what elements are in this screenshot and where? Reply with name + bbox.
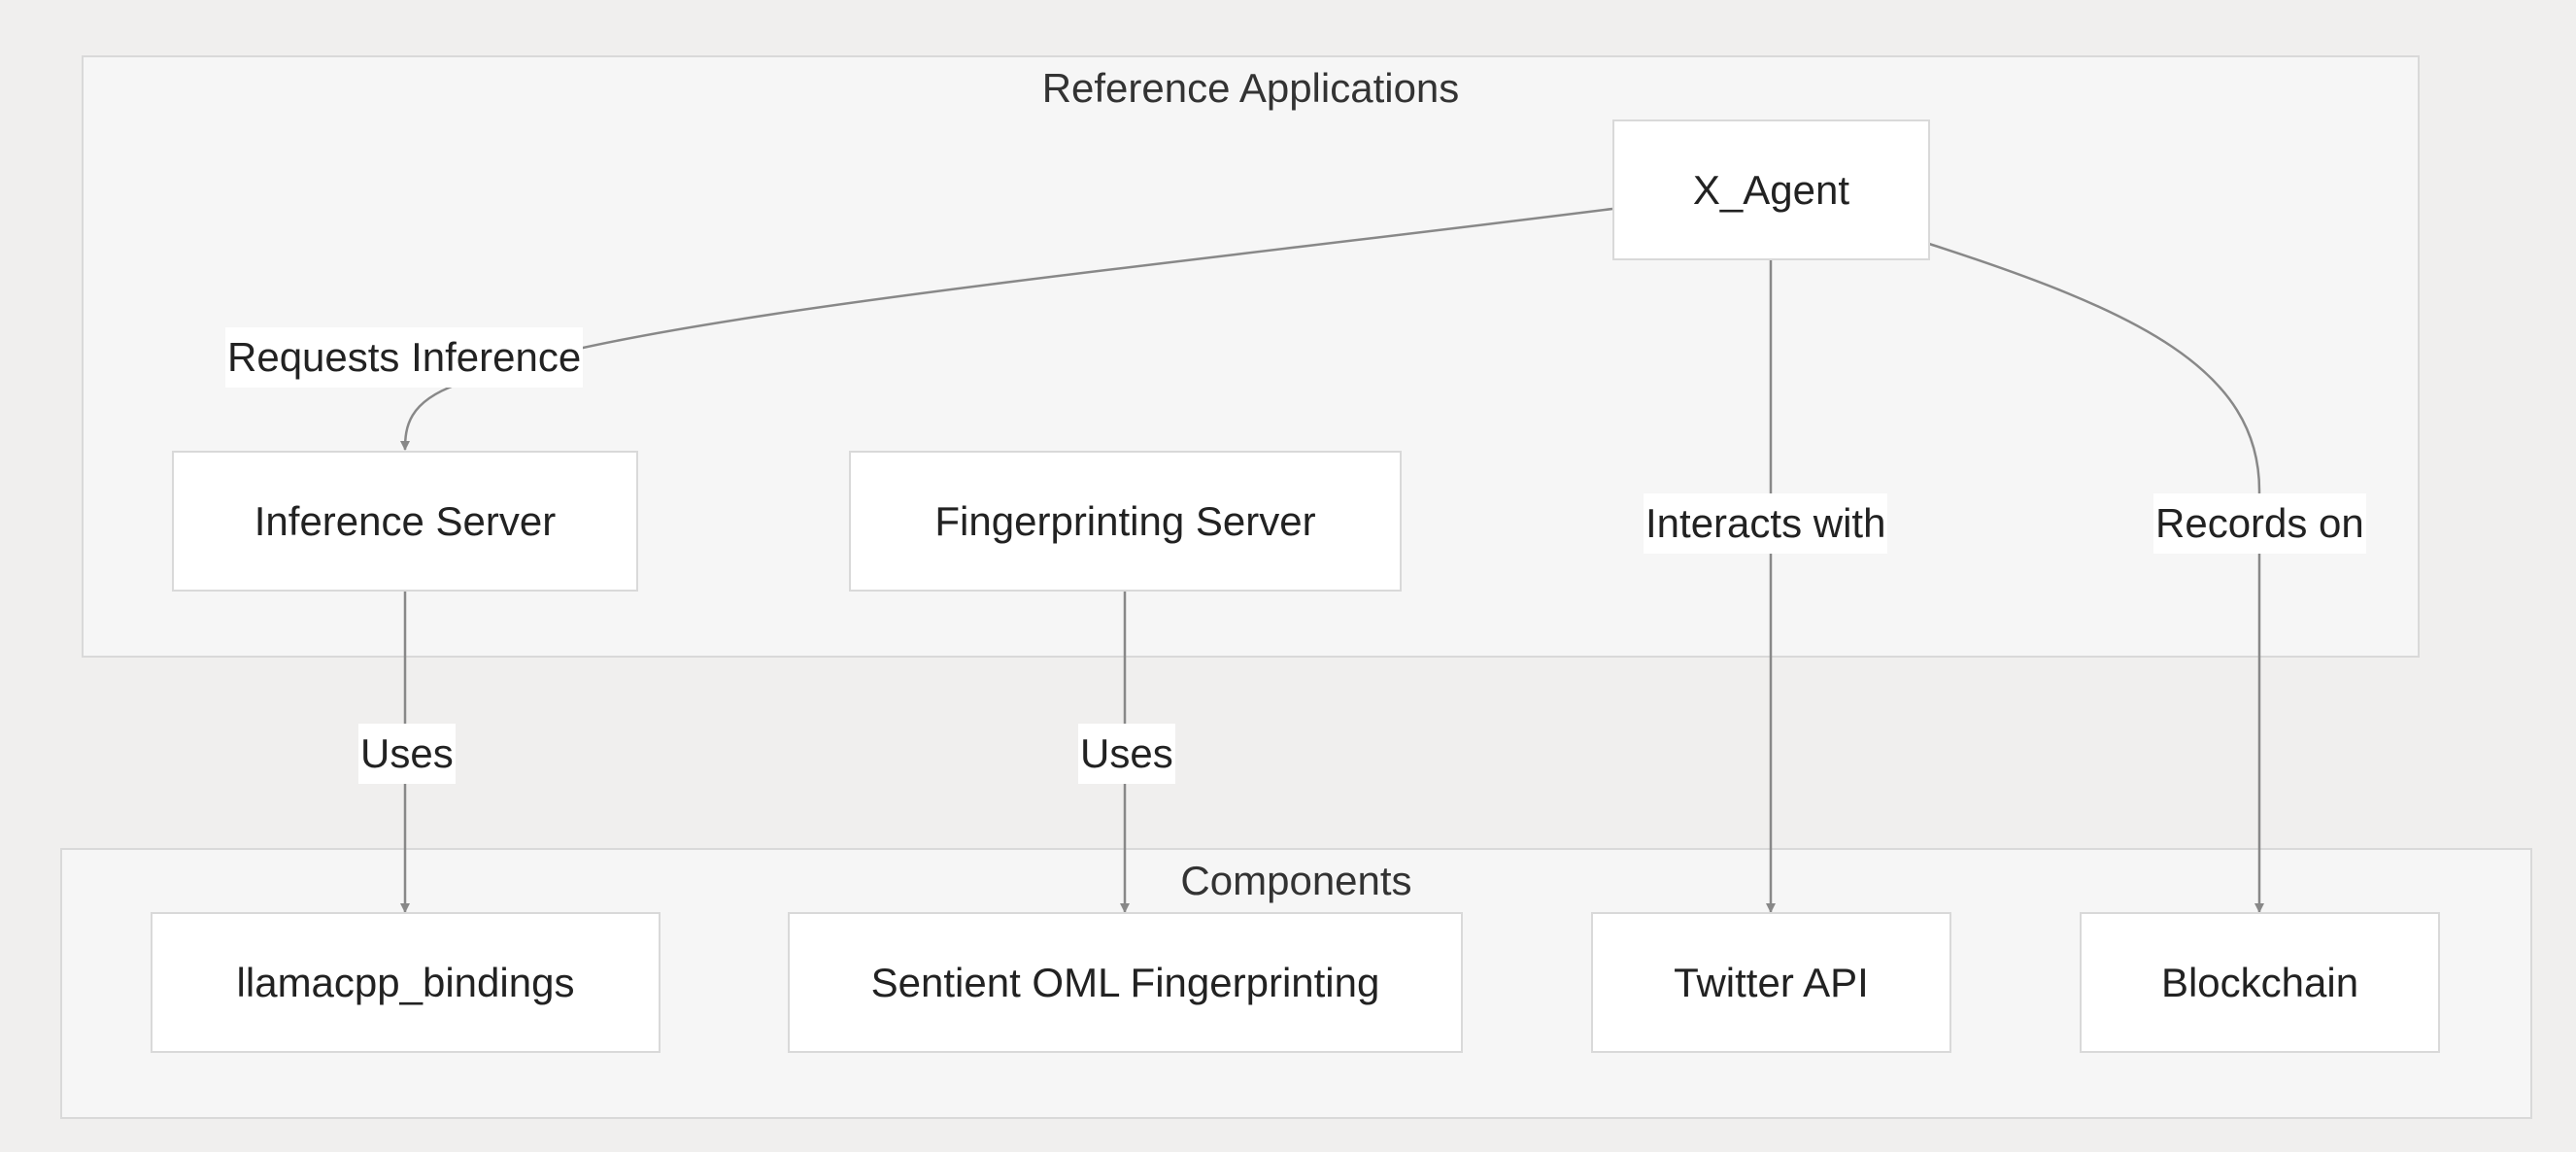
node-blockchain-label: Blockchain <box>2160 959 2359 1005</box>
node-sentient-oml-fingerprinting-label: Sentient OML Fingerprinting <box>870 959 1380 1005</box>
components-title: Components <box>1180 858 1412 903</box>
node-twitter-api-label: Twitter API <box>1674 959 1869 1005</box>
edge-label-requests-inference: Requests Inference <box>225 327 584 388</box>
edge-records-on <box>1928 242 2264 913</box>
node-llamacpp-bindings-label: llamacpp_bindings <box>236 959 575 1005</box>
node-x-agent-label: X_Agent <box>1692 166 1850 213</box>
node-fingerprinting-server[interactable]: Fingerprinting Server <box>849 451 1402 592</box>
node-inference-server-label: Inference Server <box>254 497 557 544</box>
node-inference-server[interactable]: Inference Server <box>172 451 638 592</box>
reference-applications-title: Reference Applications <box>1041 65 1460 111</box>
node-x-agent[interactable]: X_Agent <box>1612 119 1930 260</box>
node-llamacpp-bindings[interactable]: llamacpp_bindings <box>151 912 661 1053</box>
node-twitter-api[interactable]: Twitter API <box>1591 912 1951 1053</box>
node-blockchain[interactable]: Blockchain <box>2080 912 2440 1053</box>
edge-label-records-on: Records on <box>2153 493 2366 554</box>
node-fingerprinting-server-label: Fingerprinting Server <box>934 497 1316 544</box>
edge-label-interacts-with: Interacts with <box>1644 493 1888 554</box>
edge-label-uses-fingerprinting: Uses <box>1078 724 1175 784</box>
node-sentient-oml-fingerprinting[interactable]: Sentient OML Fingerprinting <box>788 912 1463 1053</box>
edge-requests-inference <box>400 207 1613 451</box>
edge-label-uses-inference: Uses <box>358 724 456 784</box>
